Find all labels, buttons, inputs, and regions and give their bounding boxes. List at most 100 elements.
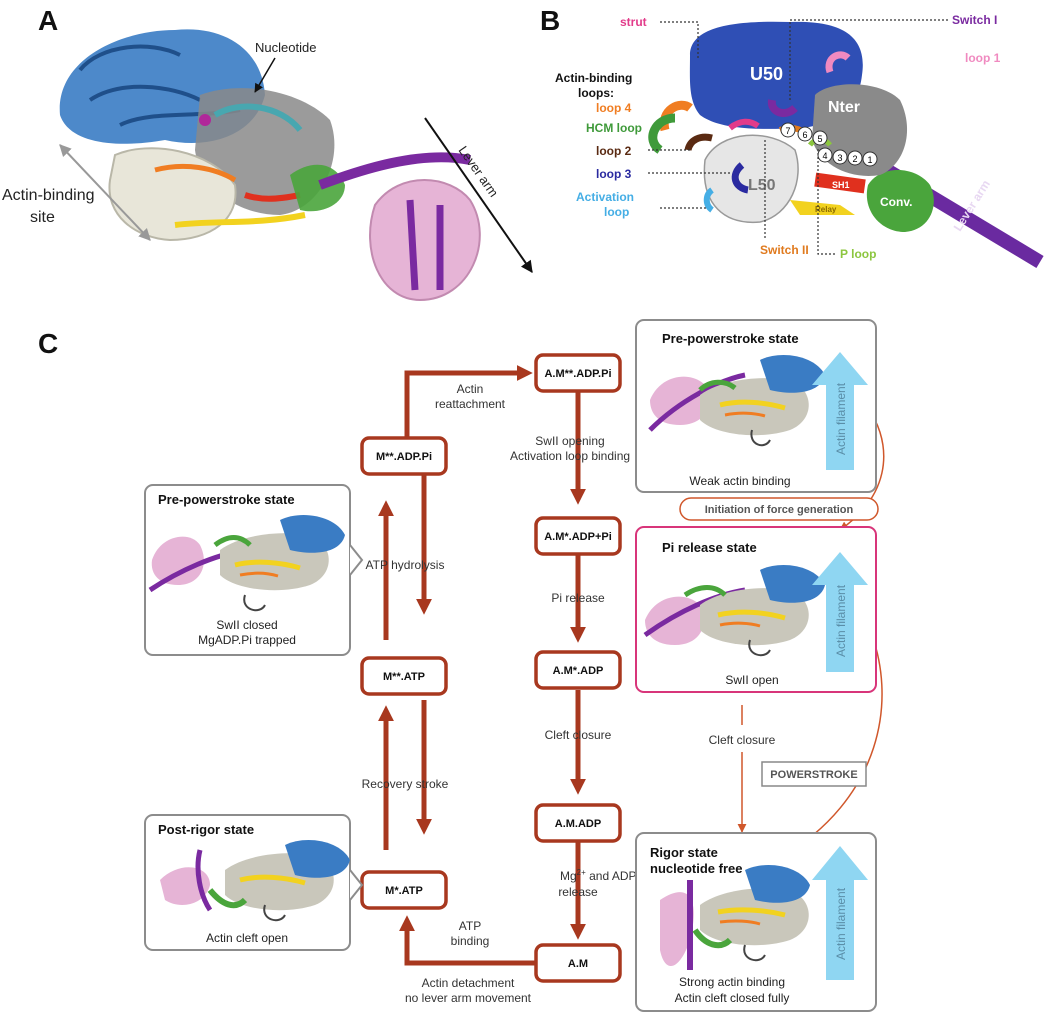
card-rigor: Rigor state nucleotide free Actin filame… (635, 832, 877, 1012)
svg-text:Initiation of force generation: Initiation of force generation (705, 504, 854, 516)
cycle-arrows (377, 364, 587, 966)
svg-text:Actin cleft open: Actin cleft open (206, 931, 288, 945)
atp-binding-1: ATP (459, 919, 481, 933)
strand-markers: 7 6 5 4 3 2 1 (780, 122, 878, 167)
activation-label-1: Activation (576, 190, 634, 204)
actin-filament-arrow-2 (812, 552, 868, 672)
state-amadppi: A.M*.ADP+Pi (534, 516, 622, 556)
state-amadp: A.M.ADP (534, 803, 622, 843)
nucleotide-label: Nucleotide (255, 40, 316, 55)
loop4-label: loop 4 (596, 101, 632, 115)
pi-release: Pi release (551, 591, 605, 605)
svg-text:SwII open: SwII open (725, 673, 778, 687)
sh1-label: SH1 (832, 180, 850, 190)
panel-b-leaders (648, 19, 948, 255)
svg-text:Actin filament: Actin filament (834, 584, 848, 657)
l50-label: L50 (748, 177, 776, 194)
state-mstatp: M*.ATP (360, 870, 448, 910)
strand-3: 3 (832, 149, 848, 165)
strand-7: 7 (780, 122, 796, 138)
swii-open-2: Activation loop binding (510, 449, 630, 463)
strand-2: 2 (847, 150, 863, 166)
svg-text:Strong actin binding: Strong actin binding (679, 975, 785, 989)
loop3-label: loop 3 (596, 167, 632, 181)
nter-label: Nter (828, 99, 860, 116)
svg-text:Pi release state: Pi release state (662, 540, 757, 555)
switch1-label: Switch I (952, 13, 997, 27)
panel-c-letter: C (38, 328, 58, 359)
card-prepower-left: Pre-powerstroke state SwII closed MgADP.… (144, 484, 364, 656)
svg-text:A.M.ADP: A.M.ADP (555, 818, 601, 830)
conv-label: Conv. (880, 195, 912, 209)
actin-site-label-2: site (30, 209, 55, 226)
panel-b-labels: strut Switch I loop 1 Actin-binding loop… (555, 13, 1001, 261)
svg-text:Pre-powerstroke state: Pre-powerstroke state (158, 492, 295, 507)
state-am: A.M (534, 943, 622, 983)
panel-b-schematic: Lever arm Conv. U50 Nter L50 SH1 Relay (648, 21, 1044, 269)
svg-text:A.M: A.M (568, 958, 588, 970)
strut-label: strut (620, 15, 647, 29)
atp-hydrolysis: ATP hydrolysis (366, 558, 445, 572)
svg-text:4: 4 (822, 151, 827, 161)
svg-text:2: 2 (852, 154, 857, 164)
panel-a-letter: A (38, 5, 58, 36)
panel-b-letter: B (540, 5, 560, 36)
u50-label: U50 (750, 64, 783, 84)
cleft-closure-side: Cleft closure (709, 733, 776, 747)
svg-text:Weak actin binding: Weak actin binding (689, 474, 790, 488)
rigor-structure (660, 865, 810, 970)
svg-text:7: 7 (785, 126, 790, 136)
postrigor-structure (160, 840, 350, 922)
actin-detach-1: Actin detachment (422, 976, 515, 990)
svg-text:Actin cleft closed fully: Actin cleft closed fully (675, 991, 790, 1005)
ploop-label: P loop (840, 247, 876, 261)
svg-text:1: 1 (867, 155, 872, 165)
transition-labels: Actin reattachment SwII opening Activati… (362, 382, 776, 1005)
card-prepower-right: Pre-powerstroke state Actin filament Wea… (635, 319, 877, 493)
prepower-left-structure (148, 515, 345, 612)
actin-filament-arrow-3 (812, 846, 868, 980)
svg-text:A.M**.ADP.Pi: A.M**.ADP.Pi (544, 368, 611, 380)
panel-a-structure (59, 29, 481, 302)
svg-text:M**.ADP.Pi: M**.ADP.Pi (376, 451, 432, 463)
svg-text:M**.ATP: M**.ATP (383, 671, 425, 683)
actin-site-label-1: Actin-binding (2, 187, 95, 204)
swii-open-1: SwII opening (535, 434, 604, 448)
cleft-closure: Cleft closure (545, 728, 612, 742)
svg-text:POWERSTROKE: POWERSTROKE (770, 769, 857, 781)
svg-text:M*.ATP: M*.ATP (385, 885, 423, 897)
svg-text:MgADP.Pi trapped: MgADP.Pi trapped (198, 633, 296, 647)
relay-label: Relay (815, 205, 837, 214)
svg-text:6: 6 (802, 130, 807, 140)
card-postrigor: Post-rigor state Actin cleft open (144, 814, 364, 951)
svg-text:5: 5 (817, 134, 822, 144)
strand-4: 4 (817, 147, 833, 163)
lever-arm-arrow (424, 117, 533, 273)
nucleotide-pointer (254, 57, 276, 93)
strand-5: 5 (812, 130, 828, 146)
state-msdppi: M**.ADP.Pi (360, 436, 448, 476)
svg-text:A.M*.ADP: A.M*.ADP (553, 665, 604, 677)
loop1-label: loop 1 (965, 51, 1001, 65)
recovery-stroke: Recovery stroke (362, 777, 449, 791)
hcm-loop-label: HCM loop (586, 121, 642, 135)
tag-powerstroke: POWERSTROKE (761, 761, 867, 787)
svg-text:Actin filament: Actin filament (834, 887, 848, 960)
mg-release-2: release (558, 885, 598, 899)
atp-binding-2: binding (451, 934, 490, 948)
svg-text:Pre-powerstroke state: Pre-powerstroke state (662, 331, 799, 346)
actin-detach-2: no lever arm movement (405, 991, 532, 1005)
actin-loops-label-1: Actin-binding (555, 71, 632, 85)
strand-1: 1 (862, 151, 878, 167)
actin-site-arrow (59, 144, 151, 241)
activation-label-2: loop (604, 205, 629, 219)
state-msatp: M**.ATP (360, 656, 448, 696)
loop2-label: loop 2 (596, 144, 632, 158)
actin-reattach-2: reattachment (435, 397, 506, 411)
svg-text:Rigor state: Rigor state (650, 845, 718, 860)
state-amadp-star: A.M*.ADP (534, 650, 622, 690)
tag-initiation: Initiation of force generation (679, 497, 879, 521)
actin-loops-label-2: loops: (578, 86, 614, 100)
switch2-label: Switch II (760, 243, 809, 257)
